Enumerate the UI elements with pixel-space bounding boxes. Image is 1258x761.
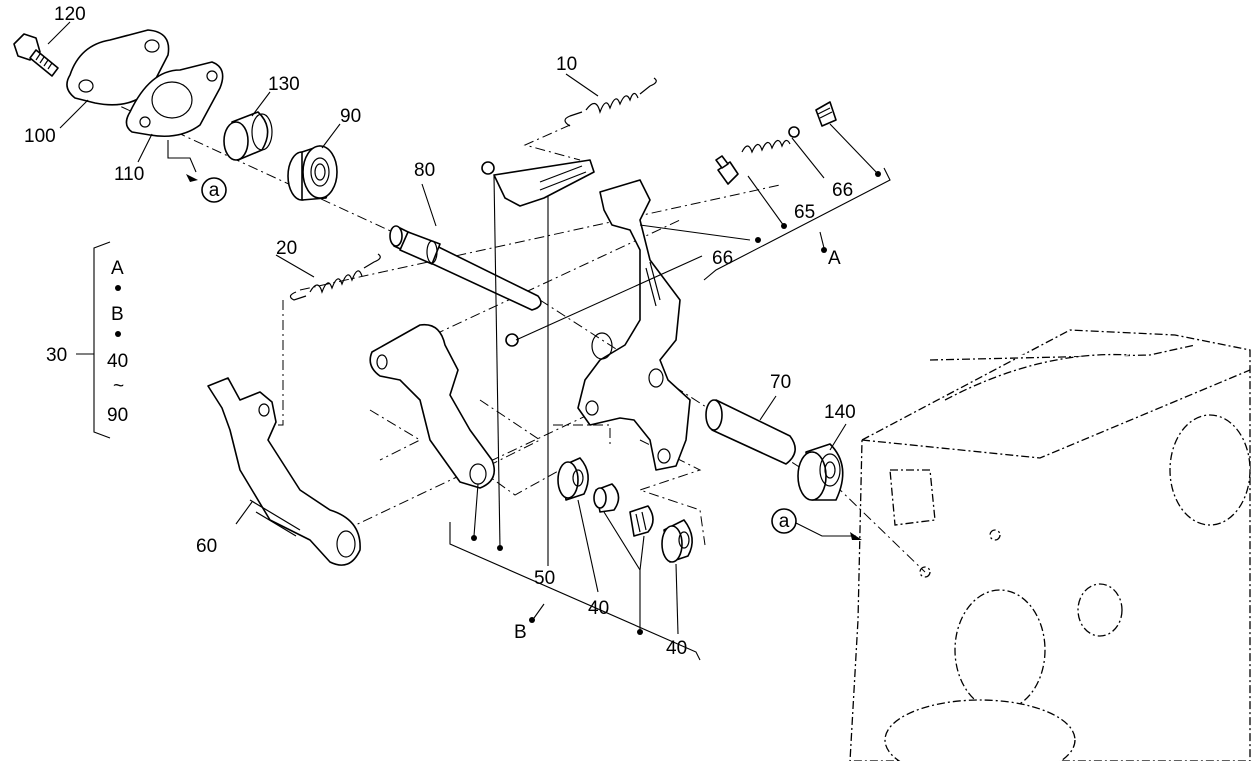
callout-20: 20 bbox=[276, 238, 297, 259]
callout-10: 10 bbox=[556, 54, 577, 75]
kit-line-B: B bbox=[111, 304, 124, 325]
ring-66 bbox=[505, 333, 519, 347]
callout-50: 50 bbox=[534, 568, 555, 589]
cover-plate-100 bbox=[66, 29, 170, 106]
lever-arm bbox=[369, 323, 496, 489]
callout-70: 70 bbox=[770, 372, 791, 393]
ref-marker-a-top: a bbox=[201, 177, 227, 203]
kit-number: 30 bbox=[46, 345, 67, 366]
callout-120: 120 bbox=[54, 4, 86, 25]
callout-80: 80 bbox=[414, 160, 435, 181]
center-lines bbox=[84, 89, 926, 573]
callout-110: 110 bbox=[114, 164, 144, 185]
shaft-80 bbox=[389, 225, 542, 311]
callout-66-lower: 66 bbox=[712, 248, 733, 269]
bearing-90 bbox=[287, 145, 338, 201]
callout-100: 100 bbox=[24, 126, 56, 147]
bolt-120 bbox=[13, 33, 59, 77]
spring-20 bbox=[289, 253, 381, 301]
callout-66-upper: 66 bbox=[832, 180, 853, 201]
kit-line-90: 90 bbox=[107, 405, 128, 426]
engine-block-outline bbox=[849, 329, 1251, 761]
callout-65: 65 bbox=[794, 202, 815, 223]
callout-60: 60 bbox=[196, 536, 217, 557]
spring-10 bbox=[564, 77, 657, 127]
callout-130: 130 bbox=[268, 74, 300, 95]
bearing-140 bbox=[797, 443, 844, 501]
spring-parts-65-66 bbox=[715, 101, 837, 185]
kit-line-A: A bbox=[111, 258, 124, 279]
dot-markers bbox=[115, 171, 881, 635]
ref-marker-label: a bbox=[209, 180, 220, 201]
ref-marker-label: a bbox=[779, 511, 790, 532]
ref-label-B: B bbox=[514, 622, 527, 643]
callout-40-right: 40 bbox=[666, 638, 687, 659]
bushing-130 bbox=[223, 111, 273, 161]
callout-40-left: 40 bbox=[588, 598, 609, 619]
lever-plate bbox=[577, 179, 691, 471]
callout-140: 140 bbox=[824, 402, 856, 423]
fork-lever-60 bbox=[207, 377, 361, 566]
callout-labels: 120 100 110 130 90 80 10 20 65 66 66 60 … bbox=[24, 4, 856, 659]
sleeve-70 bbox=[705, 399, 796, 465]
callout-90: 90 bbox=[340, 106, 361, 127]
ref-marker-a-right: a bbox=[771, 508, 797, 534]
kit-line-40: 40 bbox=[107, 351, 128, 372]
ref-label-A: A bbox=[828, 248, 841, 269]
gasket-110 bbox=[125, 61, 224, 138]
lever-50 bbox=[481, 159, 595, 207]
bushings-40 bbox=[557, 457, 693, 563]
leader-lines bbox=[47, 21, 891, 661]
kit-range-tilde: ~ bbox=[113, 376, 124, 397]
kit-legend: 30 A B 40 ~ 90 bbox=[46, 258, 128, 426]
